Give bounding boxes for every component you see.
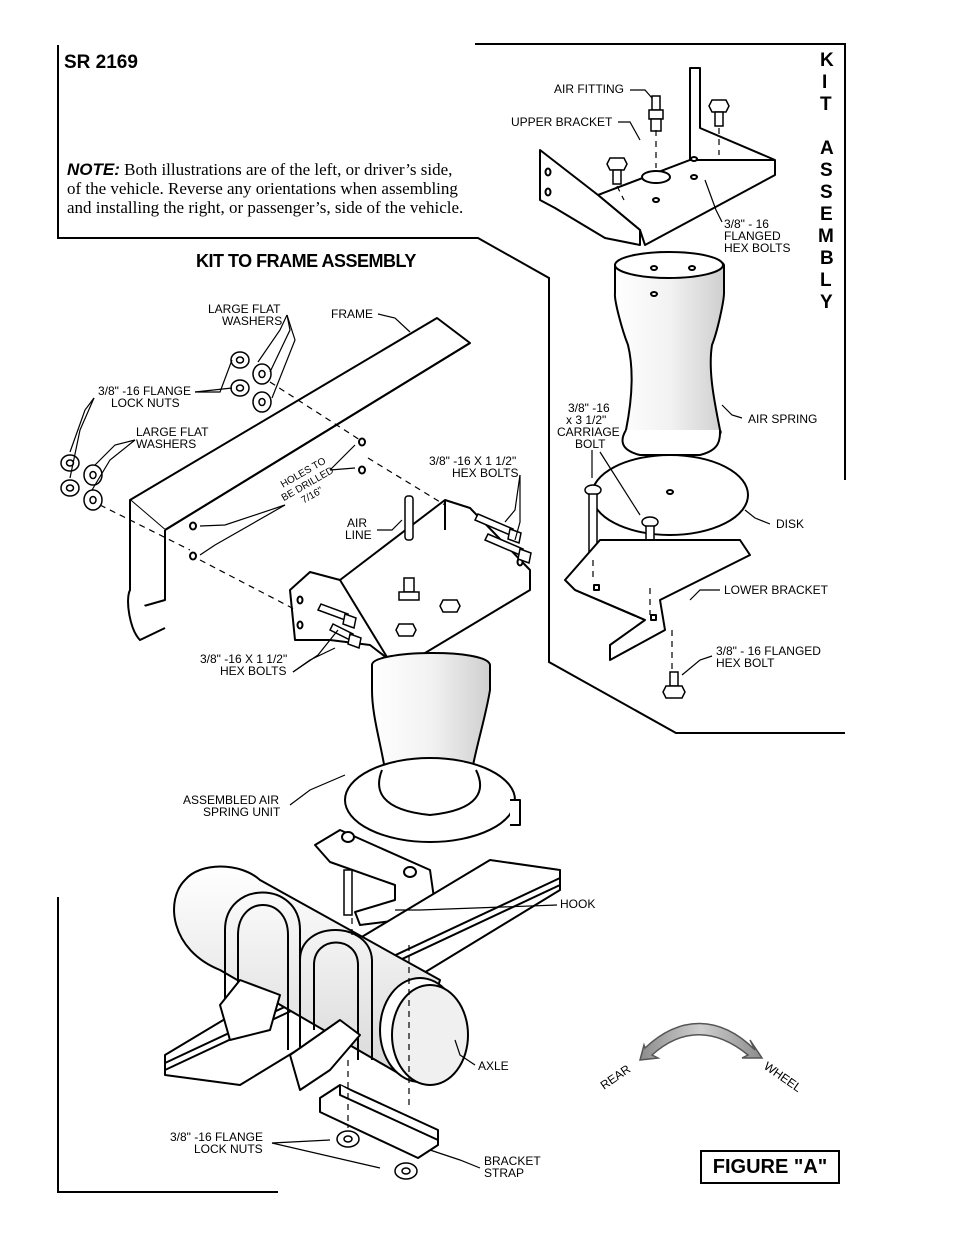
- heading-letter: Y: [820, 292, 833, 313]
- lower-bracket-axle: [314, 829, 436, 926]
- upper-bracket: [539, 67, 776, 246]
- label-large-flat-washers-top: LARGE FLAT: [208, 302, 281, 316]
- label-hook: HOOK: [560, 897, 595, 911]
- label-disk: DISK: [776, 517, 804, 531]
- label-large-flat-washers-left: WASHERS: [136, 437, 196, 451]
- label-flanged-hex-bolts: 3/8" - 16: [724, 217, 769, 231]
- flanged-hex-bolt-lower: [662, 671, 686, 699]
- label-assembled-air-spring-unit: ASSEMBLED AIR: [183, 793, 279, 807]
- label-carriage-bolt: 3/8" -16: [568, 401, 610, 415]
- bracket-fittings: [395, 577, 461, 637]
- air-line: [404, 495, 414, 541]
- note-keyword: NOTE:: [67, 160, 120, 179]
- heading-letter: L: [820, 270, 832, 291]
- label-lower-bracket: LOWER BRACKET: [724, 583, 829, 597]
- label-hex-bolts-right: 3/8" -16 X 1 1/2": [429, 454, 516, 468]
- label-hex-bolts-left: HEX BOLTS: [220, 664, 286, 678]
- u-bolts: [224, 891, 373, 1060]
- bracket-strap: [319, 1084, 439, 1159]
- frame-rail: [127, 317, 471, 641]
- dashed-guides: [99, 128, 720, 1128]
- label-large-flat-washers-left: LARGE FLAT: [136, 425, 209, 439]
- rear-wheel-direction-arrow: [638, 1022, 764, 1061]
- air-fitting: [648, 95, 664, 132]
- axle-clamp-bracket: [219, 979, 361, 1091]
- flanged-hex-bolt: [606, 99, 730, 185]
- label-air-line: AIR: [347, 516, 367, 530]
- label-flange-lock-nuts-bottom: 3/8" -16 FLANGE: [170, 1130, 263, 1144]
- flange-lock-nuts-bottom: [336, 1130, 418, 1180]
- label-hex-bolts-left: 3/8" -16 X 1 1/2": [200, 652, 287, 666]
- heading-letter: B: [820, 248, 834, 269]
- label-hex-bolts-right: HEX BOLTS: [452, 466, 518, 480]
- figure-label: FIGURE "A": [700, 1150, 840, 1184]
- heading-letter: I: [822, 72, 827, 93]
- label-air-spring: AIR SPRING: [748, 412, 817, 426]
- label-upper-bracket: UPPER BRACKET: [511, 115, 613, 129]
- label-frame: FRAME: [331, 307, 373, 321]
- label-air-fitting: AIR FITTING: [554, 82, 624, 96]
- air-spring: [613, 251, 725, 456]
- disk: [591, 454, 749, 536]
- label-large-flat-washers-top: WASHERS: [222, 314, 282, 328]
- label-carriage-bolt: CARRIAGE: [557, 425, 620, 439]
- label-carriage-bolt: x 3 1/2": [566, 413, 606, 427]
- label-flange-lock-nuts-bottom: LOCK NUTS: [194, 1142, 263, 1156]
- heading-letter: S: [820, 160, 833, 181]
- label-bracket-strap: BRACKET: [484, 1154, 541, 1168]
- heading-letter: T: [820, 94, 832, 115]
- kit-assembly-vertical-heading: K I T A S S E M B L Y: [818, 50, 834, 313]
- lower-bracket: [564, 539, 751, 661]
- label-flanged-hex-bolt: 3/8" - 16 FLANGED: [716, 644, 821, 658]
- label-flanged-hex-bolts: HEX BOLTS: [724, 241, 790, 255]
- label-air-line: LINE: [345, 528, 372, 542]
- note-text: NOTE: Both illustrations are of the left…: [67, 160, 467, 217]
- label-axle: AXLE: [478, 1059, 509, 1073]
- hex-bolts-frame: [316, 513, 532, 650]
- leader-lines: [69, 89, 771, 1169]
- heading-letter: K: [820, 50, 834, 71]
- label-wheel: WHEEL: [761, 1059, 804, 1095]
- heading-letter: E: [820, 204, 833, 225]
- label-assembled-air-spring-unit: SPRING UNIT: [203, 805, 281, 819]
- page-border: [57, 43, 846, 1193]
- heading-letter: A: [820, 138, 834, 159]
- label-bracket-strap: STRAP: [484, 1166, 524, 1180]
- note-body: Both illustrations are of the left, or d…: [67, 160, 464, 217]
- label-flange-lock-nuts-top: 3/8" -16 FLANGE: [98, 384, 191, 398]
- assembled-air-spring-unit: [344, 652, 521, 843]
- model-number: SR 2169: [64, 52, 138, 73]
- label-flanged-hex-bolts: FLANGED: [724, 229, 781, 243]
- label-rear: REAR: [598, 1062, 634, 1093]
- label-flange-lock-nuts-top: LOCK NUTS: [111, 396, 180, 410]
- flange-lock-nuts-top: [230, 351, 272, 413]
- label-flanged-hex-bolt: HEX BOLT: [716, 656, 775, 670]
- kit-to-frame-heading: KIT TO FRAME ASSEMBLY: [196, 251, 416, 271]
- label-carriage-bolt: BOLT: [575, 437, 606, 451]
- heading-letter: S: [820, 182, 833, 203]
- heading-letter: M: [818, 226, 834, 247]
